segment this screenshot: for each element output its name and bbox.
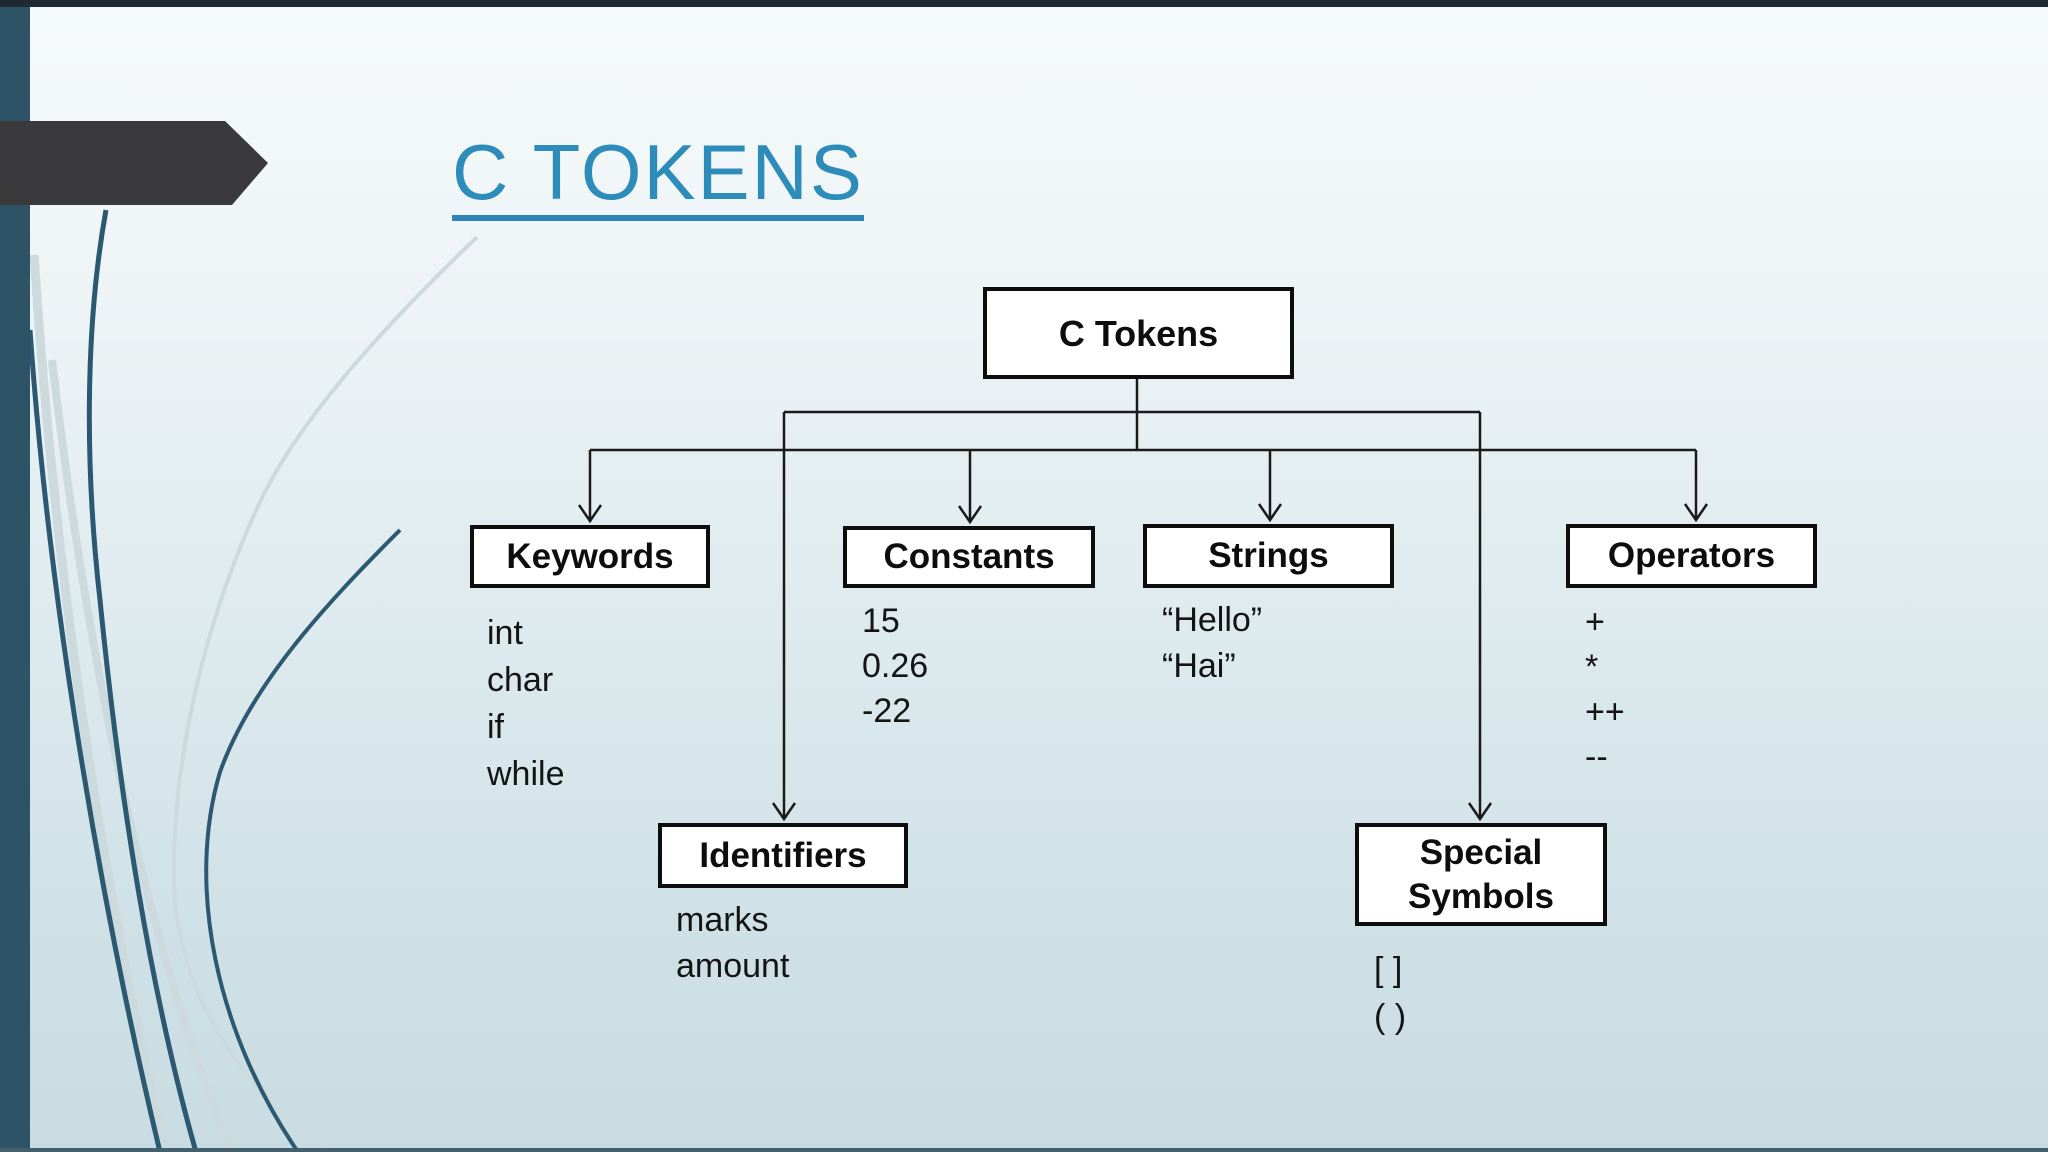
list-item: char <box>487 661 554 699</box>
operators-item-list: + * ++ -- <box>1585 600 1625 780</box>
list-item: if <box>487 708 504 746</box>
bottom-letterbox <box>0 1148 2048 1152</box>
node-label: Keywords <box>506 536 674 576</box>
list-item: ++ <box>1585 693 1625 731</box>
list-item: -22 <box>862 692 912 730</box>
node-label: Identifiers <box>699 835 867 875</box>
list-item: int <box>487 614 523 652</box>
strings-item-list: “Hello” “Hai” <box>1162 597 1262 689</box>
node-label: Special Symbols <box>1408 832 1554 916</box>
node-label: Strings <box>1208 536 1329 576</box>
list-item: 0.26 <box>862 647 929 685</box>
constants-item-list: 15 0.26 -22 <box>862 599 928 734</box>
node-special-symbols: Special Symbols <box>1355 823 1607 926</box>
list-item: ( ) <box>1374 998 1407 1036</box>
list-item: “Hello” <box>1162 601 1263 639</box>
list-item: * <box>1585 648 1599 686</box>
node-c-tokens: C Tokens <box>983 287 1294 379</box>
list-item: “Hai” <box>1162 647 1236 685</box>
special-symbols-item-list: [ ] ( ) <box>1374 947 1406 1041</box>
list-item: [ ] <box>1374 951 1403 989</box>
page-title: C TOKENS <box>452 133 864 221</box>
top-letterbox <box>0 0 2048 7</box>
list-item: + <box>1585 603 1605 641</box>
keywords-item-list: int char if while <box>487 610 564 798</box>
list-item: amount <box>676 947 790 985</box>
node-label: Operators <box>1607 536 1776 576</box>
identifiers-item-list: marks amount <box>676 897 789 989</box>
node-label: C Tokens <box>1058 312 1219 354</box>
node-label: Constants <box>883 537 1055 577</box>
node-operators: Operators <box>1566 524 1817 588</box>
node-constants: Constants <box>843 526 1095 588</box>
list-item: while <box>487 755 565 793</box>
node-strings: Strings <box>1143 524 1394 588</box>
list-item: 15 <box>862 602 900 640</box>
node-keywords: Keywords <box>470 525 710 588</box>
list-item: marks <box>676 901 769 939</box>
node-identifiers: Identifiers <box>658 823 908 888</box>
list-item: -- <box>1585 738 1608 776</box>
